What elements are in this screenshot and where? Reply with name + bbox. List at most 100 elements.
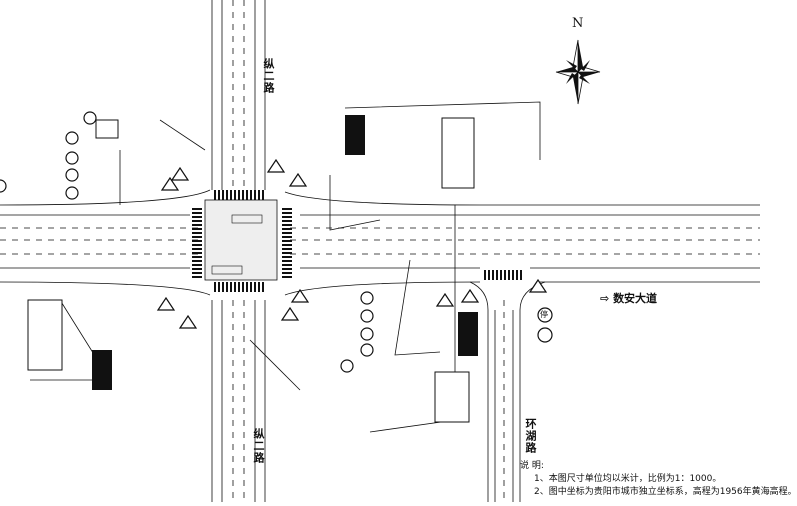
guide-board-sw <box>27 299 63 371</box>
circle-sign-1 <box>65 131 79 145</box>
branch-road-west-edge <box>469 281 489 502</box>
crosswalk-stripe <box>282 208 292 210</box>
crosswalk-stripe <box>282 216 292 218</box>
crosswalk-stripe <box>254 282 256 292</box>
signal-head-3 <box>458 312 478 356</box>
pole-line-6 <box>249 339 301 391</box>
crosswalk-stripe <box>282 272 292 274</box>
warning-sign-9 <box>435 292 455 307</box>
crosswalk-stripe <box>282 236 292 238</box>
crosswalk-stripe <box>192 228 202 230</box>
crosswalk-stripe <box>520 270 522 280</box>
crosswalk-stripe <box>484 270 486 280</box>
crosswalk-stripe <box>222 282 224 292</box>
main-road-north-edge <box>0 189 760 206</box>
mast-arm-ne <box>344 101 541 160</box>
crosswalk-stripe <box>218 282 220 292</box>
crosswalk-stripe <box>226 282 228 292</box>
crosswalk-stripe <box>262 282 264 292</box>
crosswalk-stripe <box>192 244 202 246</box>
destination-arrow-icon: ⇨ <box>600 292 610 305</box>
destination-label: ⇨ 数安大道 <box>600 290 657 306</box>
crosswalk-stripe <box>504 270 506 280</box>
crosswalk-stripe <box>192 252 202 254</box>
crosswalk-stripe <box>230 190 232 200</box>
crosswalk-stripe <box>492 270 494 280</box>
circle-sign-2 <box>65 151 79 165</box>
crosswalk-stripe <box>192 216 202 218</box>
crosswalk-stripe <box>254 190 256 200</box>
crosswalk-stripe <box>192 208 202 210</box>
crosswalk-stripe <box>192 256 202 258</box>
crosswalk-stripe <box>496 270 498 280</box>
crosswalk-stripe <box>488 270 490 280</box>
warning-sign-6 <box>178 314 198 329</box>
crosswalk-stripe <box>192 224 202 226</box>
arrow-marking-n <box>231 214 263 224</box>
crosswalk-stripe <box>192 248 202 250</box>
notes-item-2: 2、图中坐标为贵阳市城市独立坐标系，高程为1956年黄海高程。 <box>534 487 797 497</box>
crosswalk-stripe <box>238 190 240 200</box>
crosswalk-stripe <box>242 190 244 200</box>
crosswalk-stripe <box>226 190 228 200</box>
crosswalk-stripe <box>192 240 202 242</box>
circle-sign-10 <box>340 359 354 373</box>
crosswalk-stripe <box>282 260 292 262</box>
info-board-nw <box>95 119 119 139</box>
crosswalk-stripe <box>192 268 202 270</box>
circle-sign-3 <box>65 168 79 182</box>
crosswalk-stripe <box>282 220 292 222</box>
crosswalk-stripe <box>192 220 202 222</box>
crosswalk-stripe <box>282 264 292 266</box>
circle-sign-9 <box>360 343 374 357</box>
circle-sign-12 <box>537 327 553 343</box>
crosswalk-stripe <box>262 190 264 200</box>
crosswalk-stripe <box>192 212 202 214</box>
crosswalk-stripe <box>282 212 292 214</box>
crosswalk-stripe <box>282 256 292 258</box>
crosswalk-stripe <box>508 270 510 280</box>
warning-sign-3 <box>266 158 286 173</box>
notes-item-1: 1、本图尺寸单位均以米计，比例为1：1000。 <box>534 474 722 484</box>
stop-sign-text: 停 <box>540 310 548 319</box>
main-road-south-edge <box>0 281 760 296</box>
guide-board-ne <box>441 117 475 189</box>
crosswalk-stripe <box>218 190 220 200</box>
intersection-box <box>204 199 278 281</box>
crosswalk-stripe <box>192 272 202 274</box>
crosswalk-stripe <box>192 236 202 238</box>
pole-line-5 <box>329 175 381 231</box>
crosswalk-stripe <box>214 282 216 292</box>
crosswalk-stripe <box>230 282 232 292</box>
warning-sign-2 <box>170 166 190 181</box>
crosswalk-stripe <box>282 232 292 234</box>
crosswalk-stripe <box>192 276 202 278</box>
crosswalk-stripe <box>192 260 202 262</box>
signal-head-1 <box>345 115 365 155</box>
crosswalk-stripe <box>222 190 224 200</box>
road-label-south: 纵二路 <box>252 428 265 464</box>
warning-sign-7 <box>280 306 300 321</box>
crosswalk-stripe <box>192 232 202 234</box>
road-label-branch: 环湖路 <box>524 418 537 454</box>
notes-block: 说 明: 1、本图尺寸单位均以米计，比例为1：1000。 2、图中坐标为贵阳市城… <box>520 460 797 499</box>
circle-sign-8 <box>360 327 374 341</box>
crosswalk-stripe <box>282 276 292 278</box>
circle-sign-11 <box>537 307 553 323</box>
circle-sign-4 <box>65 186 79 200</box>
crosswalk-stripe <box>516 270 518 280</box>
circle-sign-13 <box>0 179 7 193</box>
crosswalk-stripe <box>258 282 260 292</box>
warning-sign-10 <box>460 288 480 303</box>
crosswalk-stripe <box>250 190 252 200</box>
crosswalk-stripe <box>250 282 252 292</box>
crosswalk-stripe <box>512 270 514 280</box>
crosswalk-stripe <box>282 224 292 226</box>
pole-line-1 <box>394 259 441 356</box>
crosswalk-stripe <box>246 282 248 292</box>
warning-sign-5 <box>156 296 176 311</box>
crosswalk-stripe <box>242 282 244 292</box>
crosswalk-stripe <box>238 282 240 292</box>
circle-sign-5 <box>83 111 97 125</box>
warning-sign-8 <box>290 288 310 303</box>
